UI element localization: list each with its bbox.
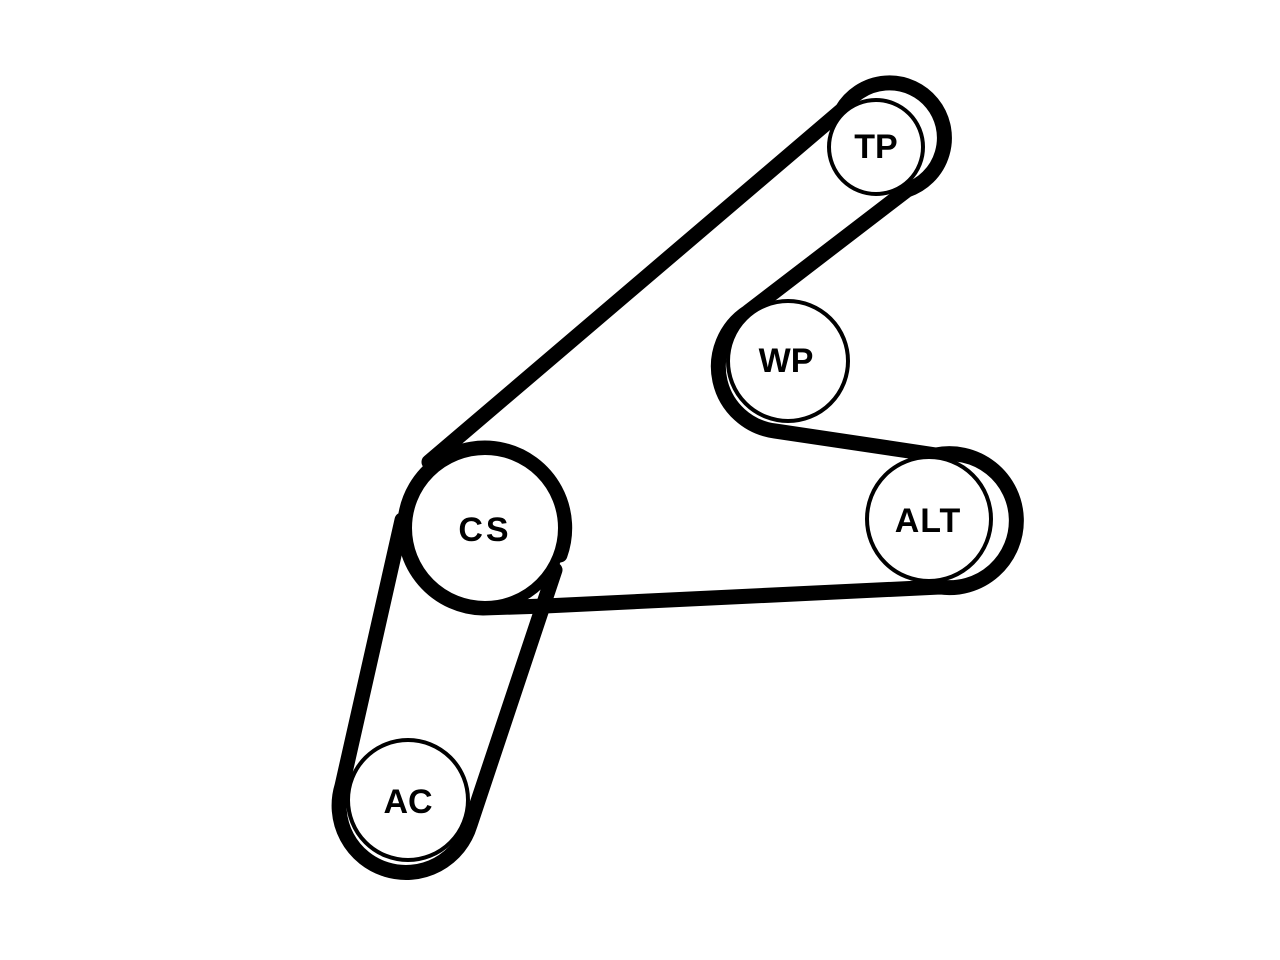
- pulley-wp: WP: [726, 299, 850, 423]
- pulley-tp-label: TP: [854, 128, 897, 166]
- pulley-cs-circle: [402, 445, 568, 611]
- pulley-wp-circle: [726, 299, 850, 423]
- pulley-alt-label: ALT: [895, 502, 962, 540]
- pulley-cs: CS: [402, 445, 568, 611]
- pulley-alt-circle: [865, 455, 993, 583]
- pulley-alt: ALT: [865, 455, 993, 583]
- pulley-tp: TP: [827, 98, 925, 196]
- pulley-ac: AC: [346, 738, 470, 862]
- pulley-cs-label: CS: [458, 511, 511, 549]
- pulley-wp-label: WP: [759, 342, 814, 380]
- ac-drive-belt: [331, 512, 563, 880]
- pulley-tp-circle: [827, 98, 925, 196]
- pulley-ac-circle: [346, 738, 470, 862]
- pulley-ac-label: AC: [383, 783, 432, 821]
